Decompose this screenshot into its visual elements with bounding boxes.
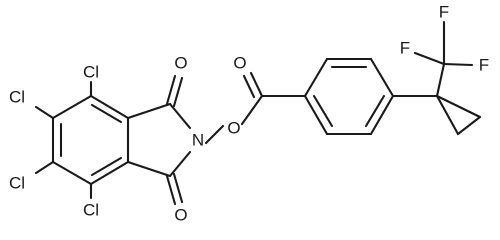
bond-ph-b1-b2 [303, 57, 329, 98]
bond-n-o-ester [204, 124, 225, 145]
atom-labels: Cl Cl Cl Cl O O N O O F F F [9, 3, 489, 225]
bond-a6-cl2 [34, 105, 55, 120]
bonds [34, 20, 482, 206]
atom-f2: F [400, 39, 410, 58]
atom-cl2: Cl [9, 88, 25, 107]
bond-a2-c8 [126, 102, 172, 120]
bond-c8-o-top-b [172, 76, 184, 108]
bond-c9-o-bottom-b [172, 172, 184, 204]
bond-ph-b4-b5-inner [364, 94, 386, 128]
bond-c8-o-top-a [165, 74, 177, 106]
bond-ph-b6-b1 [303, 94, 329, 136]
bond-ring-a3-a4 [89, 160, 130, 186]
bond-cf3-f2 [413, 51, 446, 66]
bond-ring-a6-a1 [51, 94, 93, 120]
bond-cq-cp2 [435, 94, 482, 119]
bond-c-o-carbonyl-a [249, 71, 264, 98]
bond-ph-b4-b5 [369, 94, 395, 136]
bond-ph-b3-b4 [369, 57, 395, 98]
bond-ph-b6-b1-inner [312, 94, 334, 128]
atom-o-bottom: O [174, 206, 187, 225]
bond-c9-o-bottom-a [165, 174, 177, 206]
bond-cp1-cp2 [456, 115, 482, 136]
bond-ring-a4-a5 [51, 160, 93, 186]
atom-o-ester: O [227, 119, 240, 138]
atom-n: N [192, 131, 204, 150]
atom-cl4: Cl [83, 201, 99, 220]
bond-c8-n [168, 102, 192, 130]
bond-c9-n [168, 150, 192, 178]
bond-cq-cf3 [435, 62, 446, 98]
bond-a5-cl3 [34, 160, 55, 175]
bond-ring-a1-a2-inner [90, 103, 123, 124]
bond-o-ester-c [240, 94, 264, 126]
bond-ring-a1-a2 [89, 94, 130, 120]
atom-f3: F [479, 56, 489, 75]
bond-c-o-carbonyl-b [242, 74, 256, 99]
bond-ring-a3-a4-inner [90, 156, 123, 177]
atom-cl3: Cl [9, 174, 25, 193]
atom-cl1: Cl [83, 63, 99, 82]
bond-cq-cp1 [435, 94, 460, 136]
atom-o-top: O [174, 54, 187, 73]
atom-o-carbonyl: O [233, 54, 246, 73]
bond-a3-c9 [126, 160, 172, 178]
atom-f1: F [439, 3, 449, 22]
bond-cf3-f3 [442, 62, 474, 67]
